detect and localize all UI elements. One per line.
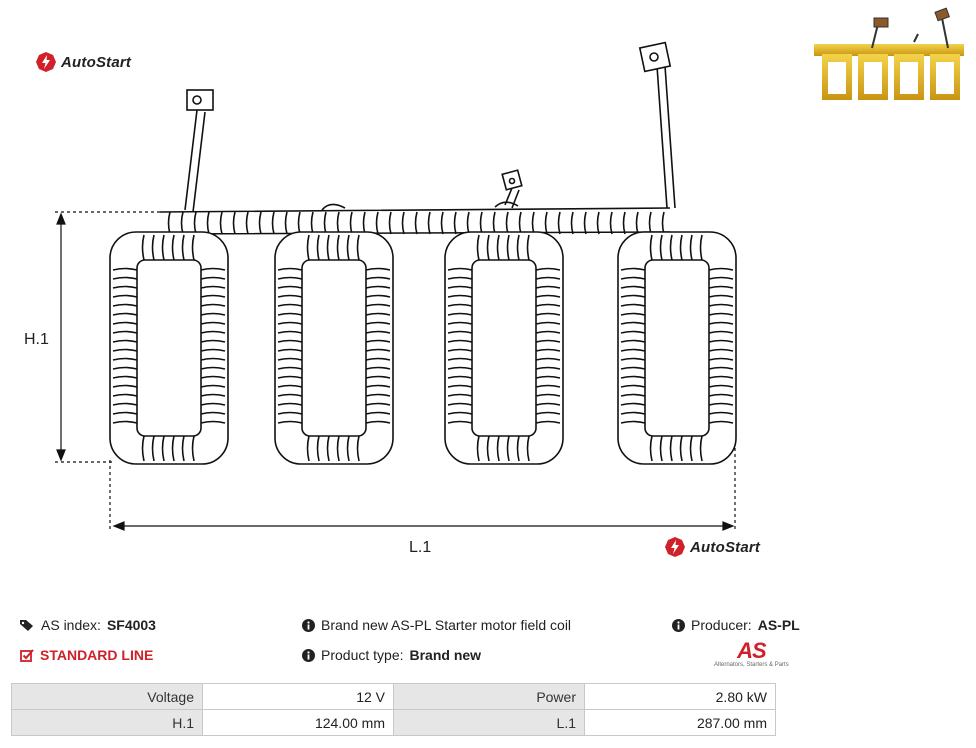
as-pl-logo: AS Alternators, Starters & Parts [714, 640, 789, 669]
product-type-value: Brand new [409, 647, 482, 663]
specs-table: Voltage 12 V Power 2.80 kW H.1 124.00 mm… [11, 683, 776, 736]
autostart-logo-text: AutoStart [690, 538, 761, 556]
description-text: Brand new AS-PL Starter motor field coil [321, 617, 572, 633]
as-index-value: SF4003 [106, 617, 156, 633]
producer: Producer: AS-PL [672, 617, 800, 633]
autostart-logo-text: AutoStart [61, 53, 132, 71]
as-index: AS index: SF4003 [20, 617, 156, 633]
table-row: H.1 124.00 mm L.1 287.00 mm [11, 709, 776, 736]
spec-label: H.1 [11, 709, 203, 736]
spec-value: 12 V [202, 683, 394, 710]
product-type: Product type: Brand new [302, 647, 481, 663]
product-description: Brand new AS-PL Starter motor field coil [302, 617, 571, 633]
spec-label: Voltage [11, 683, 203, 710]
info-circle-icon [302, 648, 315, 662]
producer-label: Producer: [691, 617, 752, 633]
standard-line-text: STANDARD LINE [40, 647, 154, 663]
l1-dimension-label: L.1 [409, 539, 432, 556]
autostart-logo-icon [665, 537, 685, 557]
standard-line-badge: STANDARD LINE [20, 647, 153, 663]
product-type-label: Product type: [321, 647, 404, 663]
autostart-logo-icon [36, 52, 56, 72]
spec-value: 2.80 kW [584, 683, 776, 710]
autostart-logo-top: AutoStart [36, 52, 131, 72]
tags-icon [20, 619, 33, 631]
field-coil-drawing [55, 41, 737, 531]
info-circle-icon [672, 618, 685, 632]
spec-value: 287.00 mm [584, 709, 776, 736]
spec-value: 124.00 mm [202, 709, 394, 736]
as-logo-subtitle: Alternators, Starters & Parts [714, 662, 789, 668]
spec-label: Power [393, 683, 585, 710]
product-thumbnail [814, 7, 964, 100]
producer-value: AS-PL [757, 617, 800, 633]
table-row: Voltage 12 V Power 2.80 kW [11, 683, 776, 710]
check-square-icon [20, 648, 34, 662]
h1-dimension-label: H.1 [24, 331, 49, 348]
as-logo-mark: AS [737, 638, 767, 663]
as-index-label: AS index: [41, 617, 101, 633]
info-circle-icon [302, 618, 315, 632]
autostart-logo-bottom: AutoStart [665, 537, 760, 557]
spec-label: L.1 [393, 709, 585, 736]
